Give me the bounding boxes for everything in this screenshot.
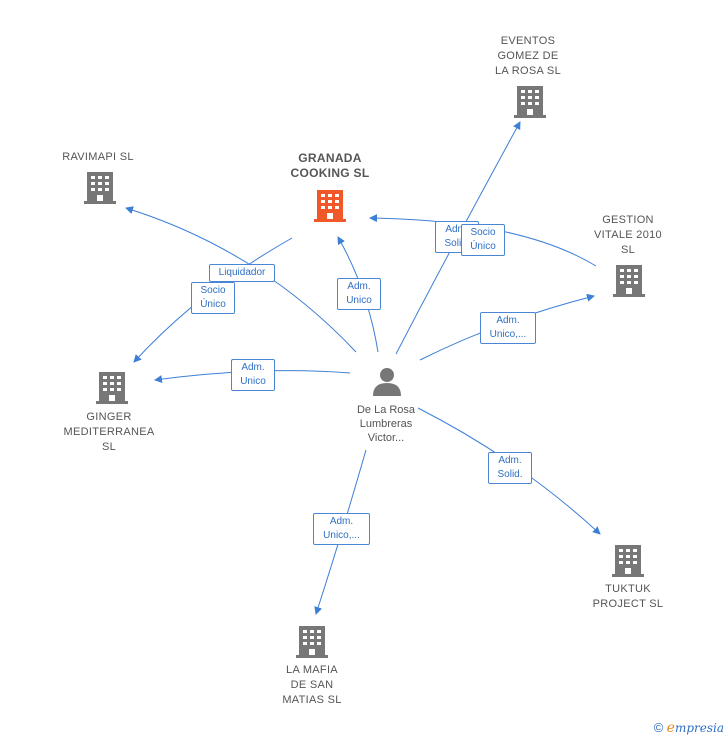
edge-label-socio-unico[interactable]: Socio Único (191, 282, 235, 314)
edge-label-adm-unico[interactable]: Adm. Unico (337, 278, 381, 310)
building-icon[interactable] (514, 84, 546, 118)
building-icon[interactable] (314, 188, 346, 222)
company-gestion-vitale[interactable]: GESTION VITALE 2010 SL (578, 213, 678, 258)
company-label: EVENTOS GOMEZ DE LA ROSA SL (495, 35, 561, 77)
company-eventos-gomez[interactable]: EVENTOS GOMEZ DE LA ROSA SL (478, 34, 578, 79)
building-icon[interactable] (613, 263, 645, 297)
company-label: TUKTUK PROJECT SL (592, 583, 664, 610)
edge-label-socio-unico[interactable]: Socio Único (461, 224, 505, 256)
copyright-symbol: © (653, 720, 664, 735)
edge-label-liquidador[interactable]: Liquidador (209, 264, 275, 282)
company-label: GRANADA COOKING SL (290, 151, 370, 180)
company-label: GINGER MEDITERRANEA SL (63, 411, 155, 453)
edge-label-adm-unico[interactable]: Adm. Unico (231, 359, 275, 391)
person-icon[interactable] (371, 365, 403, 397)
company-granada-cooking[interactable]: GRANADA COOKING SL (270, 151, 390, 181)
brand-first-letter: e (666, 720, 675, 736)
company-ginger-mediterranea[interactable]: GINGER MEDITERRANEA SL (54, 410, 164, 455)
company-label: RAVIMAPI SL (62, 151, 134, 163)
edge-label-adm-solid[interactable]: Adm. Solid. (488, 452, 532, 484)
company-la-mafia[interactable]: LA MAFIA DE SAN MATIAS SL (260, 663, 364, 708)
company-tuktuk-project[interactable]: TUKTUK PROJECT SL (576, 582, 680, 612)
company-label: GESTION VITALE 2010 SL (594, 214, 662, 256)
brand-name: mpresia (674, 721, 724, 735)
building-icon[interactable] (84, 170, 116, 204)
person-label[interactable]: De La Rosa Lumbreras Victor... (356, 404, 416, 444)
empresia-logo: © empresia (654, 720, 724, 736)
edge-label-adm-unico[interactable]: Adm. Unico,... (313, 513, 370, 545)
building-icon[interactable] (612, 543, 644, 577)
company-label: LA MAFIA DE SAN MATIAS SL (282, 664, 342, 706)
edge-label-adm-unico[interactable]: Adm. Unico,... (480, 312, 536, 344)
building-icon[interactable] (296, 624, 328, 658)
building-icon[interactable] (96, 370, 128, 404)
company-ravimapi[interactable]: RAVIMAPI SL (48, 150, 148, 165)
